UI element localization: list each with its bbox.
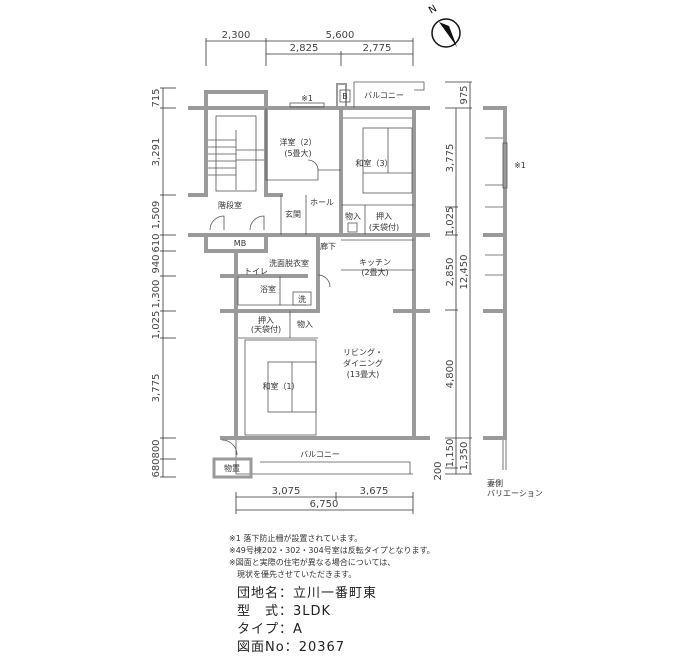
- notes: ※1 落下防止柵が設置されています。 ※49号棟202・302・304号室は反転…: [229, 533, 435, 581]
- svg-text:800: 800: [151, 439, 162, 458]
- svg-text:1,025: 1,025: [445, 207, 456, 236]
- svg-text:バルコニー: バルコニー: [300, 450, 340, 459]
- svg-text:1,350: 1,350: [459, 442, 470, 471]
- note-line: 現状を優先させていただきます。: [229, 570, 357, 579]
- svg-text:(2畳大): (2畳大): [361, 267, 388, 277]
- svg-text:680: 680: [151, 458, 162, 477]
- svg-text:押入: 押入: [258, 315, 274, 325]
- north-compass-icon: N: [427, 3, 461, 48]
- type-value: A: [293, 622, 303, 637]
- svg-text:MB: MB: [234, 239, 246, 248]
- room-labels: 洋室（2） (5畳大) 和室（3） 階段室 玄関 ホール 物入 押入 (天袋付)…: [218, 137, 399, 391]
- svg-text:(13畳大): (13畳大): [347, 369, 379, 379]
- svg-text:1,025: 1,025: [151, 311, 162, 340]
- svg-text:3,075: 3,075: [272, 486, 301, 497]
- svg-text:2,775: 2,775: [363, 43, 392, 54]
- svg-text:リビング・: リビング・: [343, 347, 383, 357]
- layout-value: 3LDK: [293, 604, 332, 619]
- bottom-dimensions: 3,075 3,675 6,750: [235, 486, 414, 514]
- svg-text:B: B: [342, 92, 348, 101]
- top-dimensions: 2,300 5,600 2,825 2,775: [205, 30, 414, 66]
- drawing-number: 20367: [298, 640, 346, 655]
- stairs: [208, 115, 264, 192]
- svg-text:200: 200: [433, 461, 444, 480]
- svg-text:洗: 洗: [298, 294, 306, 304]
- svg-text:洋室（2）: 洋室（2）: [279, 137, 316, 147]
- type-label: タイプ：: [237, 622, 294, 637]
- svg-text:ダイニング: ダイニング: [343, 358, 383, 368]
- svg-text:廊下: 廊下: [320, 241, 336, 251]
- svg-text:2,825: 2,825: [290, 43, 319, 54]
- svg-text:物置: 物置: [224, 463, 240, 473]
- complex-label: 団地名：: [237, 586, 294, 601]
- svg-text:1,150: 1,150: [445, 439, 456, 468]
- svg-text:ホール: ホール: [310, 198, 334, 207]
- svg-text:※1: ※1: [514, 161, 526, 170]
- tatami-room-3: [343, 117, 413, 194]
- side-variation: ※1 妻側 バリエーション: [483, 106, 543, 498]
- left-dimensions: 715 3,291 1,509 610 940 1,300 1,025 3,77…: [151, 87, 176, 478]
- doors: [209, 159, 331, 456]
- svg-text:和室（3）: 和室（3）: [355, 158, 392, 168]
- svg-text:610: 610: [151, 233, 162, 252]
- drawing-label: 図面No：: [237, 640, 299, 655]
- svg-text:押入: 押入: [376, 211, 392, 221]
- svg-text:1,300: 1,300: [151, 280, 162, 309]
- svg-text:4,800: 4,800: [445, 360, 456, 389]
- svg-text:キッチン: キッチン: [359, 258, 391, 267]
- svg-text:妻側: 妻側: [487, 478, 503, 488]
- svg-text:N: N: [427, 3, 439, 16]
- svg-text:トイレ: トイレ: [244, 267, 268, 276]
- svg-text:(天袋付): (天袋付): [251, 324, 281, 334]
- svg-text:3,675: 3,675: [360, 486, 389, 497]
- svg-text:5,600: 5,600: [326, 30, 355, 41]
- svg-text:(天袋付): (天袋付): [369, 222, 399, 232]
- svg-text:3,775: 3,775: [445, 144, 456, 173]
- svg-text:浴室: 浴室: [260, 284, 276, 294]
- note-line: ※図面と実際の住宅が異なる場合については、: [229, 558, 396, 567]
- walls: [188, 90, 430, 440]
- note-line: ※1 落下防止柵が設置されています。: [229, 534, 363, 543]
- svg-text:1,509: 1,509: [151, 201, 162, 230]
- svg-text:階段室: 階段室: [218, 200, 242, 210]
- svg-text:バリエーション: バリエーション: [487, 489, 543, 498]
- svg-text:※1: ※1: [301, 94, 313, 103]
- svg-text:物入: 物入: [297, 319, 313, 329]
- bottom-balcony: 物置 バルコニー: [212, 440, 413, 479]
- svg-text:12,450: 12,450: [459, 255, 470, 290]
- svg-text:3,291: 3,291: [151, 138, 162, 167]
- svg-text:2,850: 2,850: [445, 258, 456, 287]
- right-dimensions: 3,775 1,025 2,850 4,800 1,150 200 975 12…: [433, 81, 472, 481]
- top-balcony: B バルコニー ※1: [289, 81, 425, 109]
- note-line: ※49号棟202・302・304号室は反転タイプとなります。: [229, 546, 435, 555]
- svg-text:洗面脱衣室: 洗面脱衣室: [269, 258, 309, 268]
- svg-text:975: 975: [459, 85, 470, 104]
- svg-text:玄関: 玄関: [285, 209, 301, 219]
- info-block: 団地名：立川一番町東 型 式：3LDK タイプ：A 図面No：20367: [237, 585, 377, 657]
- svg-text:940: 940: [151, 254, 162, 273]
- svg-text:バルコニー: バルコニー: [364, 91, 404, 100]
- svg-text:2,300: 2,300: [222, 30, 251, 41]
- tatami-room-1: [244, 339, 317, 436]
- svg-text:和室（1）: 和室（1）: [262, 381, 299, 391]
- svg-text:(5畳大): (5畳大): [284, 148, 311, 158]
- svg-text:6,750: 6,750: [310, 499, 339, 510]
- layout-label: 型 式：: [237, 604, 294, 619]
- complex-name: 立川一番町東: [293, 586, 378, 601]
- svg-text:3,775: 3,775: [151, 374, 162, 403]
- svg-text:物入: 物入: [345, 211, 361, 221]
- svg-text:715: 715: [151, 88, 162, 107]
